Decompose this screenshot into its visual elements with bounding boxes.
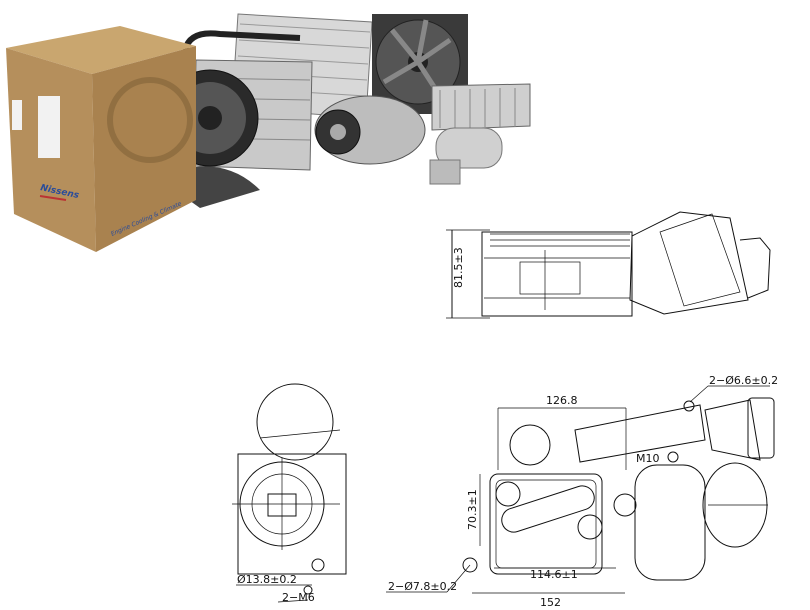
inner-width-dimension: 114.6±1 [530, 568, 578, 581]
top-width-dimension: 126.8 [546, 394, 578, 407]
product-photo-collage: Nissens Engine Cooling & Climate [6, 13, 531, 252]
heater-core [431, 83, 531, 131]
bottom-hole-dimension: 2−Ø7.8±0.2 [388, 580, 457, 593]
side-view-drawing: 81.5±3 [446, 211, 771, 319]
side-height-dimension: 81.5±3 [452, 247, 465, 288]
ac-compressor [314, 95, 426, 165]
mount-hole-dimension: 2−Ø6.6±0.2 [709, 374, 778, 387]
thread-dimension: 2−M6 [282, 591, 315, 604]
nissens-box: Nissens Engine Cooling & Climate [6, 26, 196, 252]
height-dimension: 70.3±1 [466, 489, 479, 530]
receiver-drier [429, 127, 503, 185]
bore-dimension: Ø13.8±0.2 [237, 573, 297, 586]
overall-width-dimension: 152 [540, 596, 561, 609]
box-label [38, 96, 60, 158]
end-view-drawing: Ø13.8±0.2 2−M6 [232, 383, 347, 604]
front-view-drawing: 126.8 70.3±1 114.6±1 152 2−Ø7.8±0.2 2−Ø6… [386, 374, 778, 609]
m10-thread-label: M10 [636, 452, 660, 465]
